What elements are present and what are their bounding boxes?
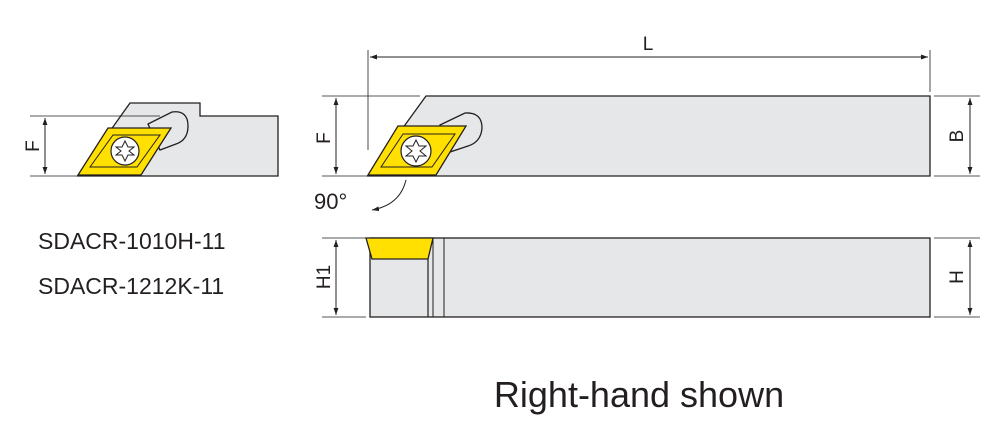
small-screw-hole: [110, 136, 140, 166]
dimension-l: L: [367, 34, 931, 150]
model-number-2: SDACR-1212K-11: [38, 273, 224, 299]
b-label: B: [947, 130, 968, 143]
dimension-b: B: [934, 95, 980, 177]
screw-hole: [400, 135, 432, 167]
angle-label: 90°: [314, 189, 347, 214]
small-top-view: F: [23, 102, 279, 177]
insert-side: [365, 237, 434, 260]
h1-label: H1: [314, 265, 335, 289]
model-number-1: SDACR-1010H-11: [38, 228, 225, 254]
l-label: L: [643, 34, 654, 55]
small-f-label: F: [23, 140, 44, 152]
dimension-h1: H1: [314, 237, 366, 318]
caption: Right-hand shown: [494, 374, 784, 415]
angle-arc: [371, 179, 407, 212]
f-label: F: [314, 132, 335, 144]
insert-seat-line: [380, 133, 456, 168]
small-torx-icon: [114, 139, 136, 163]
main-top-view: [366, 95, 931, 177]
main-side-view: [365, 237, 931, 318]
torx-icon: [404, 138, 428, 164]
h-label: H: [947, 270, 968, 284]
small-insert-seat-line: [89, 134, 161, 168]
dimension-f: F: [314, 95, 420, 177]
dimension-h: H: [934, 237, 980, 318]
holder-body-side: [369, 237, 931, 318]
angle-annotation: 90°: [314, 179, 407, 214]
holder-body-top: [366, 95, 931, 177]
